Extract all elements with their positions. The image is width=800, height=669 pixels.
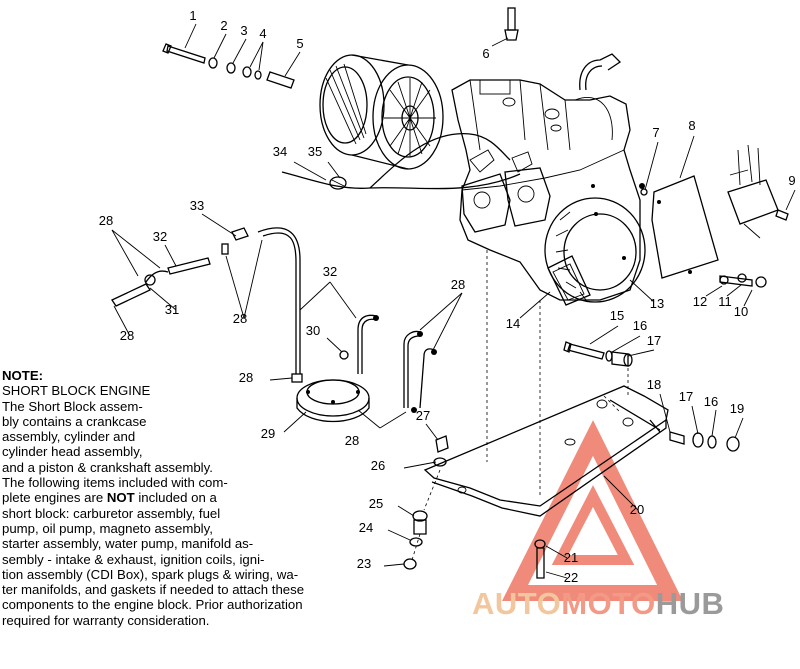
note-text: plete engines are xyxy=(2,490,107,506)
engine-mount-plate xyxy=(423,385,669,517)
note-line: tion assembly (CDI Box), spark plugs & w… xyxy=(2,566,299,582)
callout-21: 21 xyxy=(564,550,578,565)
callout-35: 35 xyxy=(308,144,322,159)
note-line: starter assembly, water pump, manifold a… xyxy=(2,536,254,552)
callout-12: 12 xyxy=(693,294,707,309)
callout-7: 7 xyxy=(652,125,659,140)
callout-28: 28 xyxy=(239,370,253,385)
mount-bolt-set-15-17 xyxy=(563,325,655,367)
engine-block xyxy=(451,79,645,301)
mount-hardware-16-19 xyxy=(659,393,744,452)
watermark-logo: AUTOMOTOHUB xyxy=(472,586,724,622)
throttle-cable xyxy=(281,133,521,190)
callout-17: 17 xyxy=(679,389,693,404)
short-block-note: NOTE: SHORT BLOCK ENGINE The Short Block… xyxy=(2,368,374,628)
callout-26: 26 xyxy=(371,458,385,473)
watermark-part-auto: AUTO xyxy=(472,586,562,621)
watermark-part-moto: MOTO xyxy=(561,586,656,621)
callout-28: 28 xyxy=(99,213,113,228)
callout-19: 19 xyxy=(730,401,744,416)
callout-9: 9 xyxy=(788,173,795,188)
note-text: included on a xyxy=(134,490,217,506)
callout-28: 28 xyxy=(451,277,465,292)
callout-28: 28 xyxy=(233,311,247,326)
note-line: ter manifolds, and gaskets if needed to … xyxy=(2,582,305,598)
fuel-line-upper xyxy=(579,53,622,91)
cdi-box-and-cover xyxy=(640,135,796,279)
note-line: components to the engine block. Prior au… xyxy=(2,597,303,613)
callout-28: 28 xyxy=(120,328,134,343)
callout-24: 24 xyxy=(359,520,373,535)
note-line: cylinder head assembly, xyxy=(2,444,143,460)
callout-17: 17 xyxy=(647,333,661,348)
callout-18: 18 xyxy=(647,377,661,392)
note-heading: NOTE: xyxy=(2,368,44,383)
watermark-part-hub: HUB xyxy=(655,586,725,621)
callout-10: 10 xyxy=(734,304,748,319)
callout-3: 3 xyxy=(240,23,247,38)
callout-29: 29 xyxy=(261,426,275,441)
callout-22: 22 xyxy=(564,570,578,585)
spark-plug xyxy=(491,7,519,47)
callout-8: 8 xyxy=(688,118,695,133)
isolator-stack-23-27 xyxy=(383,423,449,570)
callout-23: 23 xyxy=(357,556,371,571)
callout-1: 1 xyxy=(189,8,196,23)
note-line: bly contains a crankcase xyxy=(2,413,147,429)
recoil-starter-housing xyxy=(519,197,655,319)
callout-2: 2 xyxy=(220,18,227,33)
callout-16: 16 xyxy=(633,318,647,333)
callout-16: 16 xyxy=(704,394,718,409)
note-line: short block: carburetor assembly, fuel xyxy=(2,505,221,521)
note-line: and a piston & crankshaft assembly. xyxy=(2,459,213,475)
callout-6: 6 xyxy=(482,46,489,61)
note-line: assembly, cylinder and xyxy=(2,429,136,445)
callout-20: 20 xyxy=(630,502,644,517)
fastener-set-10-12 xyxy=(705,273,767,307)
watermark-triangle-logo xyxy=(502,420,683,601)
note-line: required for warranty consideration. xyxy=(2,612,210,628)
lower-mount-stud xyxy=(534,539,568,579)
note-line: pump, oil pump, magneto assembly, xyxy=(2,520,213,536)
callout-31: 31 xyxy=(165,302,179,317)
callout-4: 4 xyxy=(259,26,266,41)
clutch-bolt-assembly xyxy=(162,23,301,89)
note-line: SHORT BLOCK ENGINE xyxy=(2,383,151,399)
callout-32: 32 xyxy=(323,264,337,279)
callout-5: 5 xyxy=(296,36,303,51)
callout-15: 15 xyxy=(610,308,624,323)
callout-30: 30 xyxy=(306,323,320,338)
callout-32: 32 xyxy=(153,229,167,244)
note-emphasis-not: NOT xyxy=(106,490,135,506)
drive-clutch xyxy=(319,54,444,170)
callout-13: 13 xyxy=(650,296,664,311)
callout-34: 34 xyxy=(273,144,287,159)
note-line: sembly - intake & exhaust, ignition coil… xyxy=(2,551,265,567)
callout-28: 28 xyxy=(345,433,359,448)
callout-25: 25 xyxy=(369,496,383,511)
note-line: plete engines are NOT included on a xyxy=(2,490,374,505)
assembly-centerlines xyxy=(486,250,629,498)
primer-line-assembly xyxy=(111,213,263,337)
note-line: The Short Block assem- xyxy=(2,398,143,414)
callout-11: 11 xyxy=(718,294,732,309)
callout-27: 27 xyxy=(416,408,430,423)
fuel-pump-and-hoses xyxy=(257,227,463,433)
callout-14: 14 xyxy=(506,316,520,331)
note-line: The following items included with com- xyxy=(2,475,228,491)
callout-33: 33 xyxy=(190,198,204,213)
